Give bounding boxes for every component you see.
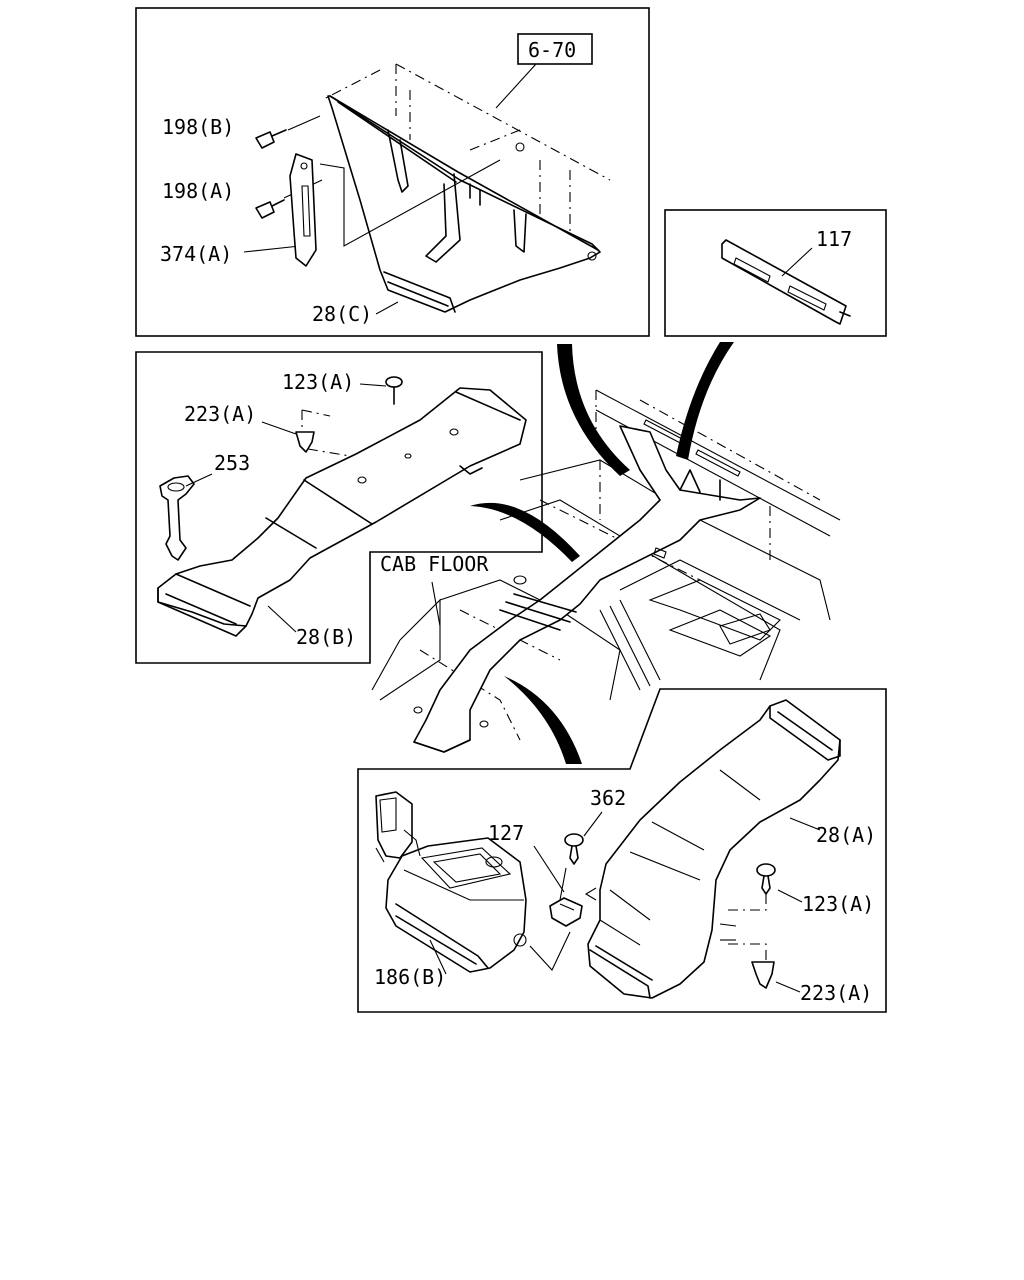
label-223a-bot: 223(A): [800, 981, 872, 1005]
detail-box-grille: 117: [664, 209, 887, 337]
screw-198b: [255, 129, 287, 149]
cab-floor-assembly: CAB FLOOR: [371, 389, 841, 753]
clip-253: [159, 475, 195, 561]
label-cab-floor: CAB FLOOR: [380, 552, 489, 576]
grille-117: [721, 239, 851, 325]
label-198b: 198(B): [162, 115, 234, 139]
indicator-arrows: [470, 342, 734, 764]
clip-223a-bot: [751, 961, 775, 989]
label-28c: 28(C): [312, 302, 372, 326]
clip-223a-top: [295, 431, 315, 453]
screw-123a-bot: [756, 863, 776, 895]
duct-28c: [327, 95, 601, 313]
label-6-70: 6-70: [528, 38, 576, 62]
ref-box-6-70: [517, 33, 593, 65]
screw-198a: [255, 199, 285, 219]
bracket-374a: [289, 153, 317, 267]
label-28b: 28(B): [296, 625, 356, 649]
housing-186b: [375, 791, 527, 973]
detail-box-rear-duct: 6-70 198(B) 198(A) 374(A) 28(C): [135, 7, 650, 337]
label-127: 127: [488, 821, 524, 845]
label-186b: 186(B): [374, 965, 446, 989]
label-374a: 374(A): [160, 242, 232, 266]
detail-box-front-duct: 362 127 28(A) 123(A) 223(A) 186(B): [357, 688, 887, 1013]
label-362: 362: [590, 786, 626, 810]
label-198a: 198(A): [162, 179, 234, 203]
label-123a-bot: 123(A): [802, 892, 874, 916]
screw-123a-top: [385, 376, 403, 405]
bracket-127: [549, 897, 583, 927]
label-123a-top: 123(A): [282, 370, 354, 394]
detail-box-floor-duct: 123(A) 223(A) 253 28(B): [135, 351, 543, 664]
label-117: 117: [816, 227, 852, 251]
label-253: 253: [214, 451, 250, 475]
label-223a-top: 223(A): [184, 402, 256, 426]
duct-28b: [157, 387, 527, 627]
label-28a: 28(A): [816, 823, 876, 847]
screw-362: [564, 833, 584, 865]
duct-28a: [587, 699, 841, 999]
